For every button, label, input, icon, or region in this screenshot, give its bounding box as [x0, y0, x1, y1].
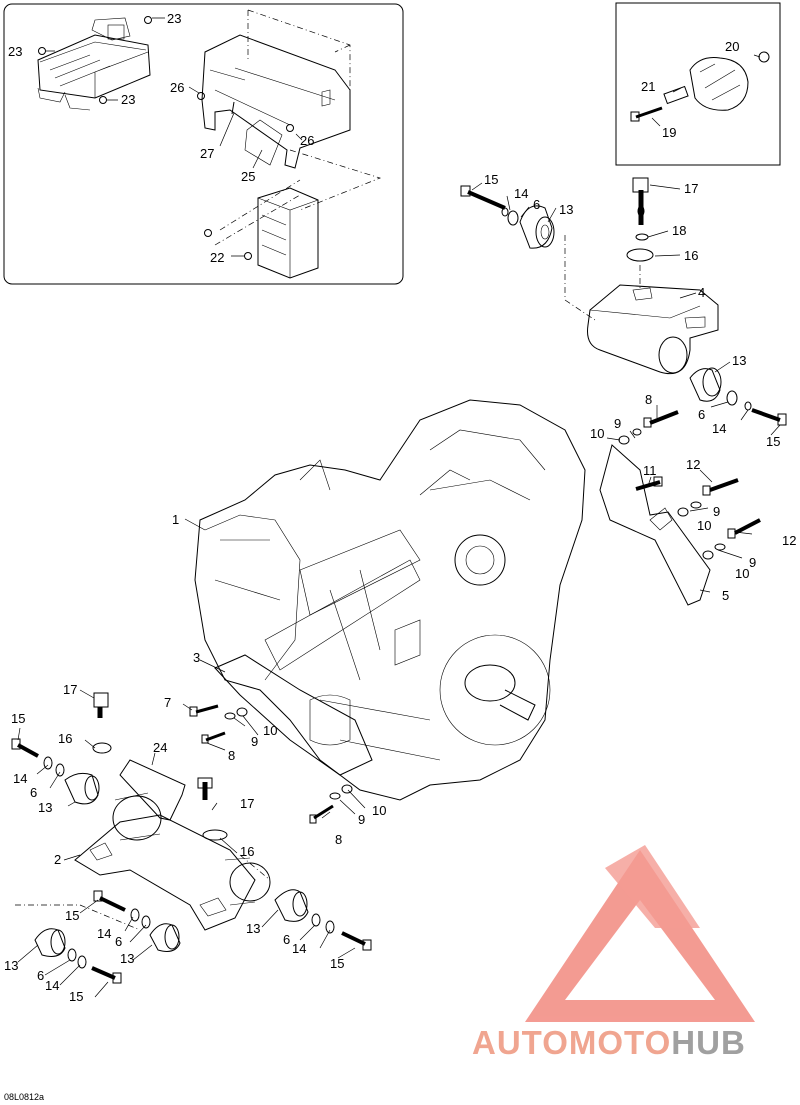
- callout-14a: 14: [514, 186, 528, 201]
- inset-damper: [615, 2, 781, 166]
- inset-frame-left: [3, 3, 404, 285]
- callout-14c: 14: [13, 771, 27, 786]
- inset-frame-right: [615, 2, 781, 166]
- callout-15b: 15: [766, 434, 780, 449]
- callout-4: 4: [698, 285, 705, 300]
- watermark-logo: [525, 845, 755, 1022]
- callout-15f: 15: [69, 989, 83, 1004]
- callout-12b: 12: [782, 533, 796, 548]
- callout-14e: 14: [292, 941, 306, 956]
- callout-6a: 6: [533, 197, 540, 212]
- callout-6d: 6: [115, 934, 122, 949]
- callout-13f: 13: [120, 951, 134, 966]
- callout-25: 25: [241, 169, 255, 184]
- callout-13e: 13: [4, 958, 18, 973]
- callout-17a: 17: [684, 181, 698, 196]
- callout-18: 18: [672, 223, 686, 238]
- callout-5: 5: [722, 588, 729, 603]
- inset-electrical-box: [3, 3, 404, 285]
- callout-6b: 6: [698, 407, 705, 422]
- callout-9a: 9: [614, 416, 621, 431]
- callout-13d: 13: [246, 921, 260, 936]
- callout-17c: 17: [240, 796, 254, 811]
- rubber-bushing-right: [689, 367, 722, 402]
- callout-26a: 26: [170, 80, 184, 95]
- callout-8a: 8: [645, 392, 652, 407]
- callout-10c: 10: [735, 566, 749, 581]
- callout-15c: 15: [11, 711, 25, 726]
- callout-1: 1: [172, 512, 179, 527]
- callout-12a: 12: [686, 457, 700, 472]
- callout-6e: 6: [283, 932, 290, 947]
- callout-16b: 16: [58, 731, 72, 746]
- callout-15a: 15: [484, 172, 498, 187]
- watermark-text: AUTOMOTOHUB: [472, 1024, 746, 1061]
- callout-23a: 23: [167, 11, 181, 26]
- callout-16c: 16: [240, 844, 254, 859]
- callout-19: 19: [662, 125, 676, 140]
- drawing-code: 08L0812a: [4, 1092, 44, 1102]
- callout-6c: 6: [30, 785, 37, 800]
- bolts-upper-right: [460, 177, 787, 426]
- callout-9b: 9: [713, 504, 720, 519]
- callout-20: 20: [725, 39, 739, 54]
- engine-bracket-3: [214, 654, 373, 776]
- watermark-triangle-accent: [605, 845, 700, 928]
- callout-23b: 23: [8, 44, 22, 59]
- callout-15e: 15: [330, 956, 344, 971]
- engine-block: [194, 399, 586, 801]
- callout-24: 24: [153, 740, 167, 755]
- electronic-module: [257, 187, 319, 279]
- callout-22: 22: [210, 250, 224, 265]
- callout-10b: 10: [697, 518, 711, 533]
- engine-fasteners-left: [92, 692, 353, 841]
- callout-13a: 13: [559, 202, 573, 217]
- callout-9d: 9: [251, 734, 258, 749]
- callout-6f: 6: [37, 968, 44, 983]
- upper-mount-bracket: [587, 284, 719, 375]
- engine-bracket-5: [599, 444, 711, 606]
- callout-10a: 10: [590, 426, 604, 441]
- callout-10d: 10: [263, 723, 277, 738]
- clip-24: [119, 759, 186, 821]
- lower-mount-bracket: [74, 792, 271, 931]
- cover-bracket: [201, 9, 351, 169]
- callout-15d: 15: [65, 908, 79, 923]
- leader-lines: [17, 182, 781, 998]
- callout-13b: 13: [732, 353, 746, 368]
- callout-8c: 8: [335, 832, 342, 847]
- callout-7: 7: [164, 695, 171, 710]
- fuse-box: [37, 17, 151, 111]
- bolts-lower: [11, 738, 372, 984]
- callout-9e: 9: [358, 812, 365, 827]
- callout-14b: 14: [712, 421, 726, 436]
- callout-23c: 23: [121, 92, 135, 107]
- callout-21: 21: [641, 79, 655, 94]
- callout-27: 27: [200, 146, 214, 161]
- callout-11: 11: [643, 463, 657, 478]
- callout-26b: 26: [300, 133, 314, 148]
- callout-13c: 13: [38, 800, 52, 815]
- callout-9c: 9: [749, 555, 756, 570]
- rubber-damper: [689, 57, 749, 111]
- callout-14f: 14: [45, 978, 59, 993]
- rubber-bushings-lower: [34, 772, 309, 957]
- callout-labels: 23 23 23 26 26 27 25 22 20 21 19 15 14 6…: [4, 11, 796, 1004]
- callout-14d: 14: [97, 926, 111, 941]
- spacer-sleeve: [663, 85, 689, 105]
- callout-2: 2: [54, 852, 61, 867]
- engine-fasteners-right: [618, 410, 761, 560]
- callout-10e: 10: [372, 803, 386, 818]
- callout-16a: 16: [684, 248, 698, 263]
- callout-8b: 8: [228, 748, 235, 763]
- callout-3: 3: [193, 650, 200, 665]
- callout-17b: 17: [63, 682, 77, 697]
